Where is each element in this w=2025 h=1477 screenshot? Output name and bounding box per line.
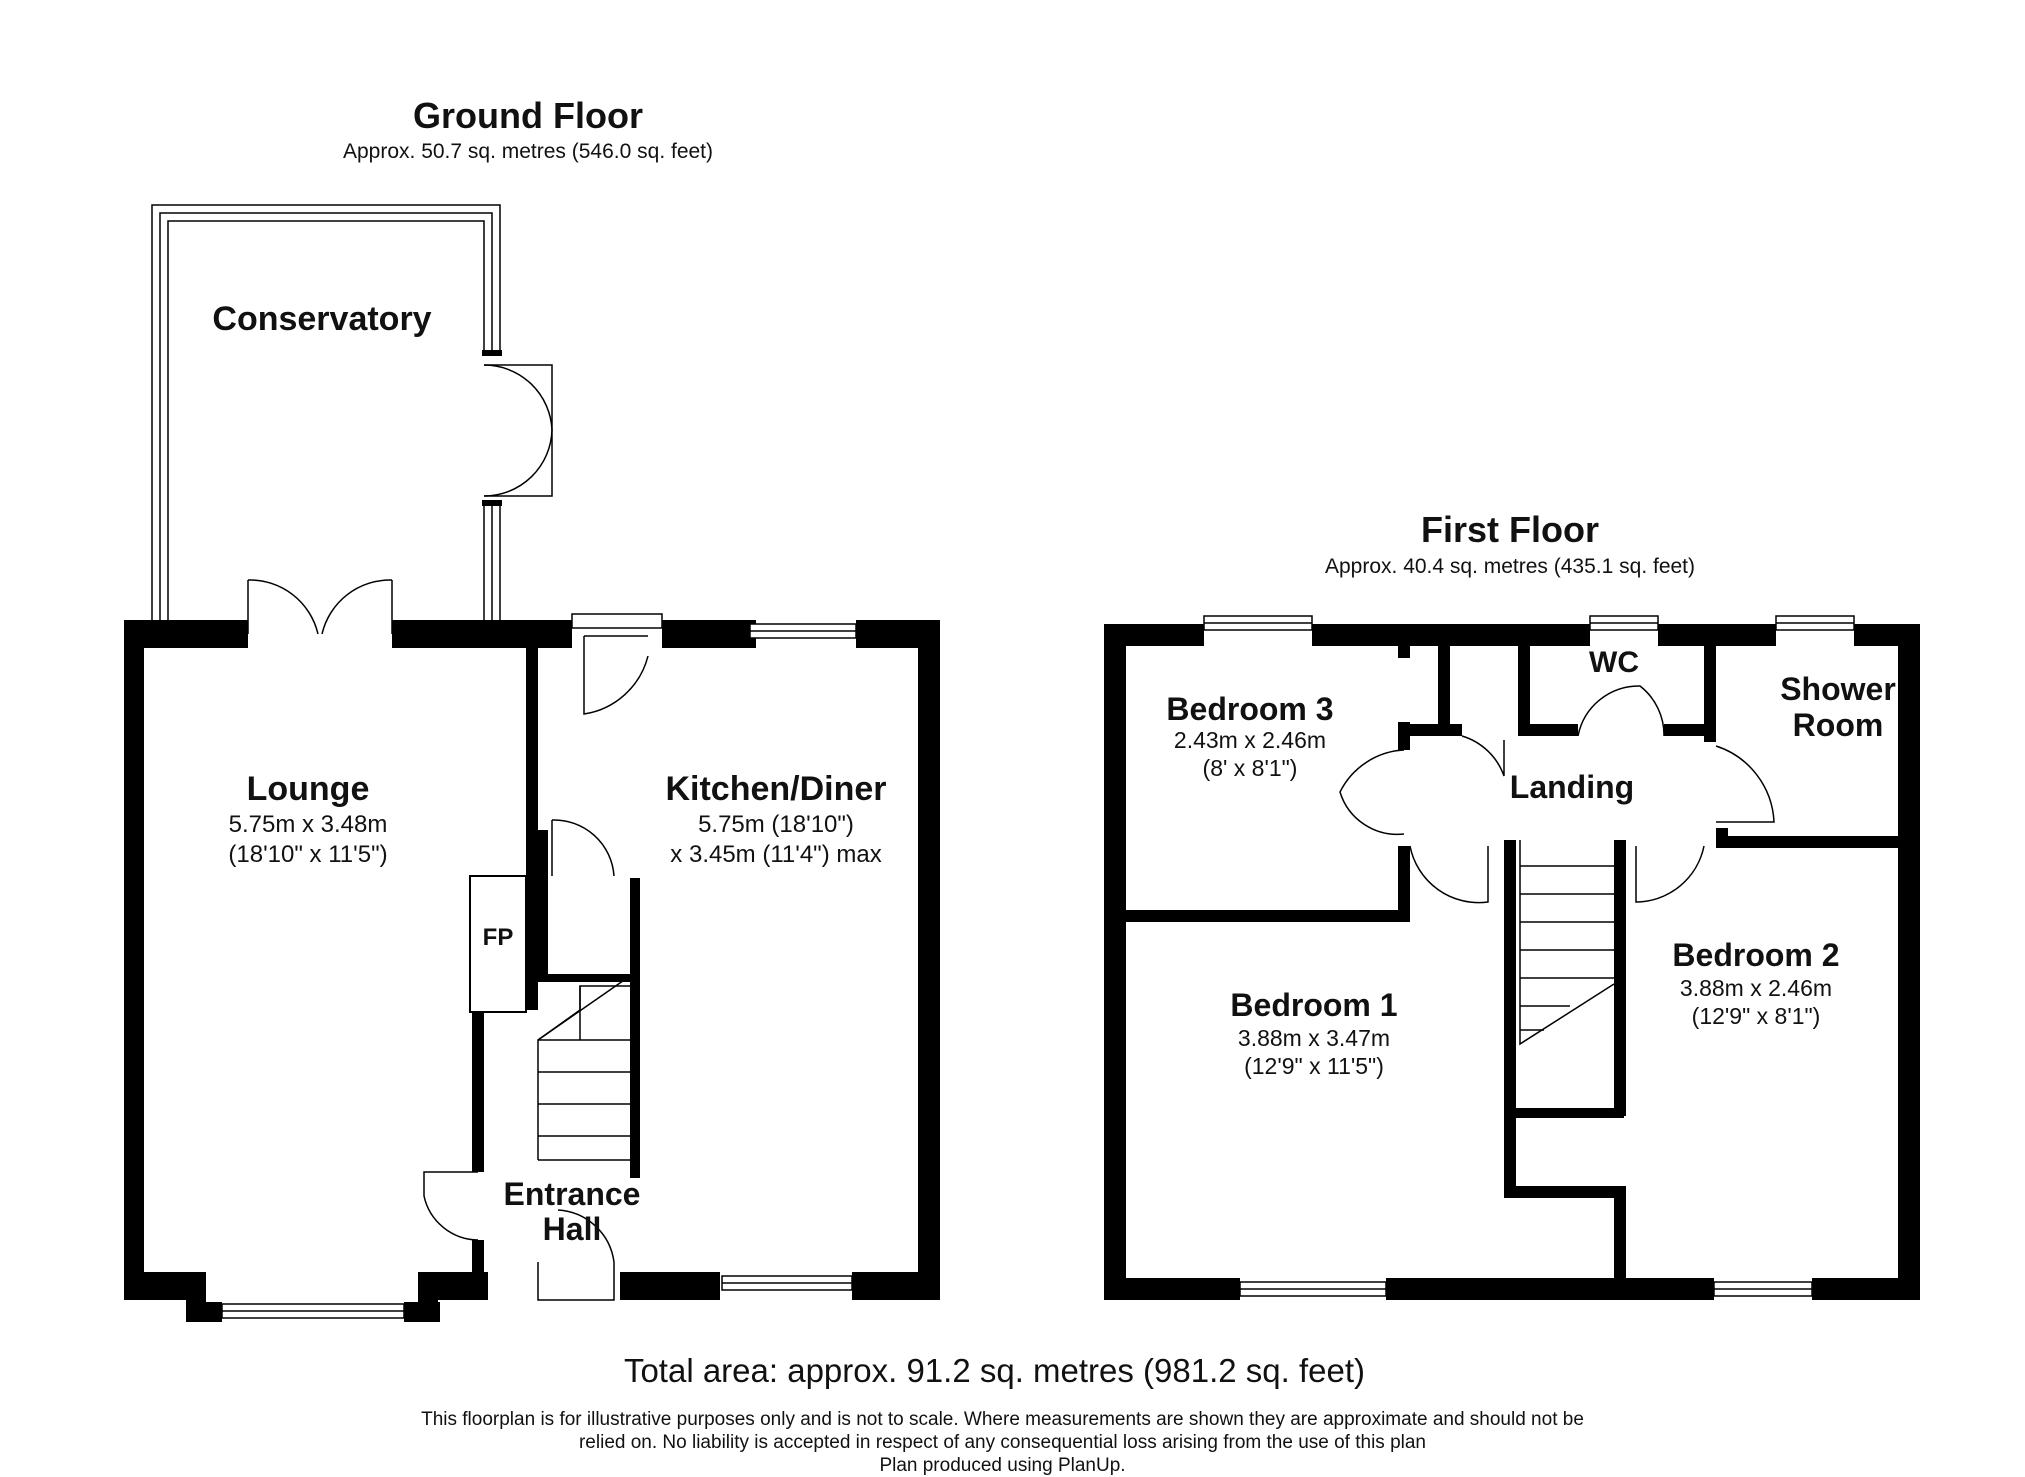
first-floor-windows [1203,615,1855,1297]
ground-floor-title: Ground Floor [413,95,643,136]
wc-label: WC [1589,646,1639,679]
disclaimer-line-3: Plan produced using PlanUp. [879,1455,1126,1476]
ground-floor-area: Approx. 50.7 sq. metres (546.0 sq. feet) [343,140,713,163]
first-floor-stairs [1519,840,1615,1046]
ground-floor-doors [247,579,649,1301]
bedroom3-label: Bedroom 3 [1166,691,1333,727]
bedroom3-dim-imperial: (8' x 8'1") [1203,755,1298,781]
bedroom2-dim-metric: 3.88m x 2.46m [1680,975,1832,1001]
ground-floor-plan: Ground Floor Approx. 50.7 sq. metres (54… [124,95,940,1322]
ground-floor-walls [124,620,940,1322]
total-area: Total area: approx. 91.2 sq. metres (981… [623,1352,1366,1389]
first-floor-plan: First Floor Approx. 40.4 sq. metres (435… [1104,509,1920,1300]
bedroom1-dim-imperial: (12'9" x 11'5") [1244,1053,1384,1079]
kitchen-dim-1: 5.75m (18'10") [698,811,854,838]
lounge-dim-imperial: (18'10" x 11'5") [228,841,387,868]
shower-room-label-1: Shower [1780,671,1896,707]
bedroom1-label: Bedroom 1 [1230,987,1397,1023]
bedroom1-dim-metric: 3.88m x 3.47m [1238,1025,1390,1051]
first-floor-area: Approx. 40.4 sq. metres (435.1 sq. feet) [1325,555,1695,578]
shower-room-label-2: Room [1793,707,1884,743]
disclaimer-line-2: relied on. No liability is accepted in r… [578,1432,1426,1453]
bedroom3-dim-metric: 2.43m x 2.46m [1174,727,1326,753]
lounge-label: Lounge [247,770,370,808]
entrance-hall-label-2: Hall [543,1211,602,1247]
disclaimer-line-1: This floorplan is for illustrative purpo… [421,1409,1584,1430]
fireplace-label: FP [483,924,514,951]
conservatory-door [483,364,553,497]
lounge-dim-metric: 5.75m x 3.48m [229,811,388,838]
first-floor-walls [1104,624,1920,1300]
ground-floor-windows [221,613,857,1319]
conservatory-post [482,500,502,506]
bedroom2-label: Bedroom 2 [1672,937,1839,973]
kitchen-label: Kitchen/Diner [665,770,886,808]
ground-floor-stairs [537,975,631,1161]
entrance-hall-label-1: Entrance [504,1176,641,1212]
conservatory-label: Conservatory [212,300,431,338]
disclaimer: This floorplan is for illustrative purpo… [0,1408,2015,1477]
landing-label: Landing [1510,769,1634,805]
first-floor-doors [1339,685,1775,904]
conservatory-frame [151,204,501,630]
bedroom2-dim-imperial: (12'9" x 8'1") [1692,1003,1821,1029]
first-floor-title: First Floor [1421,509,1599,550]
kitchen-dim-2: x 3.45m (11'4") max [670,841,881,868]
conservatory-post [482,350,502,356]
